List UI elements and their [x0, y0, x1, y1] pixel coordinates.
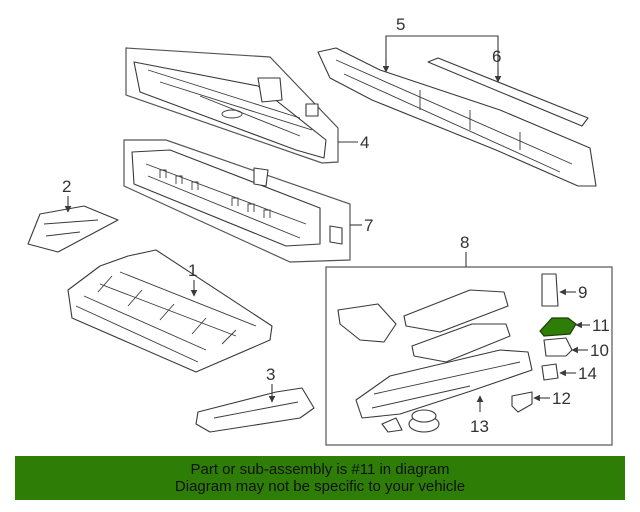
part-3-panel[interactable] [195, 387, 315, 433]
part-14-clip[interactable] [541, 363, 559, 381]
part-13-side-member[interactable] [355, 349, 533, 419]
part-11-highlighted[interactable] [539, 317, 577, 337]
part-8-group-box [325, 266, 613, 446]
part-4-rear-panel[interactable] [125, 47, 339, 164]
callout-12: 12 [552, 389, 571, 408]
part-1-spare-tire-well[interactable] [67, 249, 273, 373]
callout-2: 2 [62, 177, 71, 196]
part-9-bracket[interactable] [541, 273, 559, 307]
part-7-outline-box [123, 139, 351, 263]
part-upper-member[interactable] [403, 289, 509, 333]
part-5-rear-rail[interactable] [317, 47, 597, 187]
callout-14: 14 [578, 364, 597, 383]
part-7-crossmember[interactable] [123, 139, 351, 263]
info-banner: Part or sub-assembly is #11 in diagram D… [15, 456, 625, 500]
callout-10: 10 [590, 341, 609, 360]
callout-8: 8 [460, 233, 469, 252]
part-2-bracket[interactable] [27, 205, 119, 253]
callout-1: 1 [188, 261, 197, 280]
callout-7: 7 [364, 216, 373, 235]
part-cap[interactable] [408, 409, 440, 433]
callout-6: 6 [492, 47, 501, 66]
callout-13: 13 [470, 417, 489, 436]
part-10-bracket[interactable] [543, 337, 573, 357]
parts-diagram: 1 2 3 4 5 6 7 8 9 10 11 12 13 14 [27, 15, 613, 446]
banner-line-2: Diagram may not be specific to your vehi… [174, 478, 466, 495]
part-4-outline-box [125, 47, 339, 164]
callout-5: 5 [396, 15, 405, 34]
leader-lines [64, 35, 590, 412]
callout-3: 3 [266, 365, 275, 384]
part-6-rail-strip[interactable] [427, 57, 589, 127]
part-12-plate[interactable] [511, 391, 533, 413]
part-small-plate[interactable] [381, 417, 403, 433]
banner-line-1: Part or sub-assembly is #11 in diagram [190, 461, 450, 478]
part-left-member[interactable] [337, 303, 397, 343]
callout-9: 9 [578, 283, 587, 302]
callout-11: 11 [592, 316, 610, 335]
callout-4: 4 [360, 133, 369, 152]
part-mid-member[interactable] [411, 323, 511, 363]
